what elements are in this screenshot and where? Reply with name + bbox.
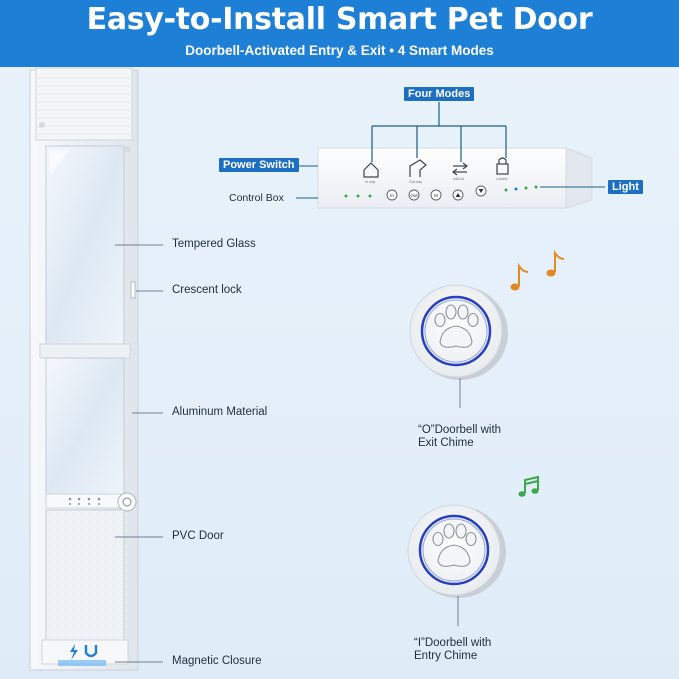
in-out-arrows-icon (452, 162, 468, 176)
magnetic-closure-label: Magnetic Closure (172, 655, 262, 667)
svg-text:Locked: Locked (496, 177, 507, 181)
lock-icon (496, 157, 509, 175)
page-title: Easy-to-Install Smart Pet Door (86, 2, 593, 37)
door-leader-lines (115, 244, 163, 663)
aluminum-material-label: Aluminum Material (172, 406, 268, 418)
svg-text:In: In (390, 193, 394, 198)
exit-doorbell-label-line2: Exit Chime (418, 437, 474, 449)
four-modes-tag: Four Modes (404, 87, 475, 101)
exit-chime-notes-icon (510, 249, 565, 291)
entry-doorbell-label-line1: “I”Doorbell with (414, 637, 492, 649)
svg-text:M: M (434, 193, 438, 198)
dog-exit-icon (409, 159, 427, 177)
entry-doorbell (407, 504, 506, 626)
exit-doorbell (409, 284, 508, 408)
house-icon (363, 162, 379, 178)
tempered-glass-label: Tempered Glass (172, 238, 256, 250)
svg-text:Out only: Out only (409, 180, 422, 184)
exit-doorbell-label-line1: “O”Doorbell with (418, 424, 502, 436)
pet-door-panel (29, 67, 139, 671)
control-box-label: Control Box (229, 192, 284, 204)
light-tag: Light (608, 180, 643, 194)
page-subtitle: Doorbell-Activated Entry & Exit • 4 Smar… (185, 43, 494, 58)
paw-icon-entry (432, 523, 477, 567)
lightning-icon (70, 644, 78, 660)
entry-doorbell-label-line2: Entry Chime (414, 650, 478, 662)
pvc-door-label: PVC Door (172, 530, 224, 542)
out-button-icon (408, 189, 420, 201)
control-box-illustration: In only Out only In&Out Locked In Out M (317, 147, 593, 209)
svg-text:In&Out: In&Out (453, 177, 464, 181)
svg-text:In only: In only (365, 180, 376, 184)
four-modes-connector (371, 102, 507, 162)
power-switch-tag: Power Switch (219, 158, 299, 172)
entry-chime-notes-icon (518, 475, 539, 497)
header-banner (0, 0, 679, 67)
svg-text:Out: Out (410, 193, 418, 198)
mode-button-icon (430, 189, 442, 201)
crescent-lock-label: Crescent lock (172, 284, 242, 296)
in-button-icon (386, 189, 398, 201)
magnet-icon (84, 645, 98, 658)
paw-icon (434, 304, 479, 348)
